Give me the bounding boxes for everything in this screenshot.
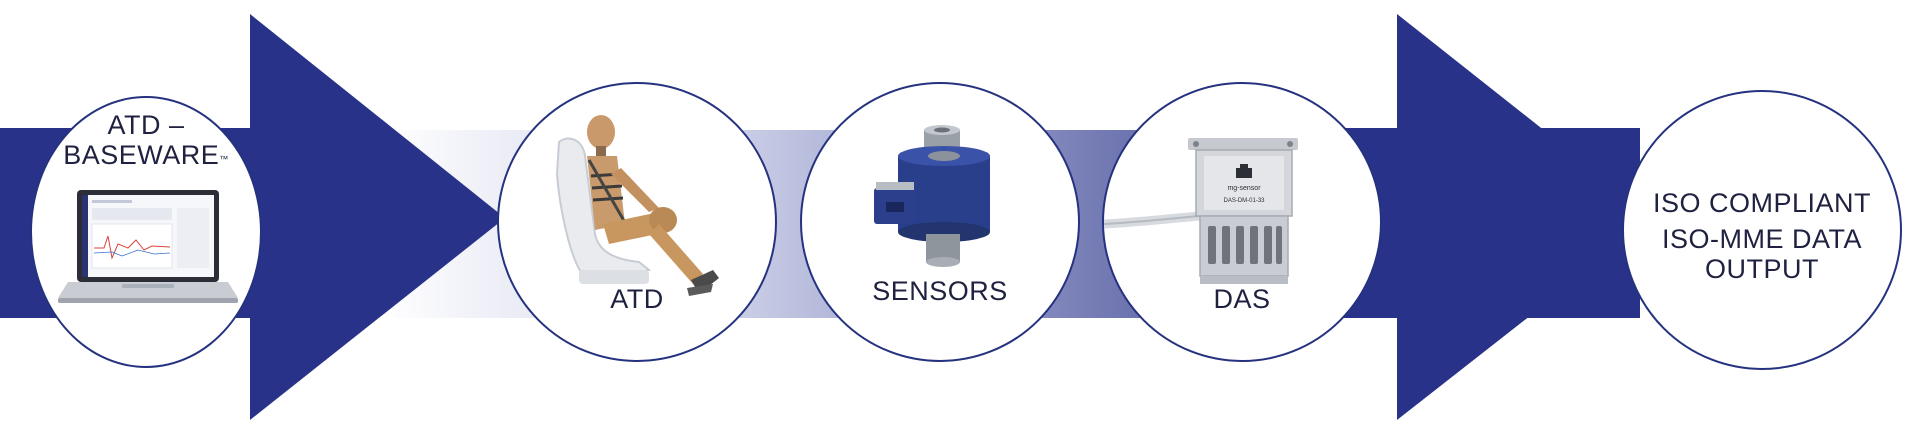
step-atd-circle: ATD — [497, 82, 777, 362]
baseware-label-line1: ATD – — [107, 110, 185, 140]
output-label-line2: ISO-MME DATA — [1662, 224, 1862, 254]
arrow-head-2 — [1397, 14, 1655, 420]
baseware-label-line2: BASEWARE™ — [32, 140, 260, 170]
step-output-circle: ISO COMPLIANT ISO-MME DATA OUTPUT — [1622, 90, 1902, 370]
das-model-text: DAS-DM-01-33 — [1223, 198, 1265, 204]
step-baseware-circle: ATD – BASEWARE™ — [30, 96, 262, 368]
laptop-icon — [58, 190, 238, 303]
crash-test-dummy-icon — [555, 115, 719, 296]
trademark-symbol: ™ — [219, 154, 229, 164]
sensors-label: SENSORS — [872, 276, 1008, 306]
data-acquisition-module-icon: mg-sensor DAS-DM-01-33 — [1104, 138, 1298, 284]
baseware-label: ATD – BASEWARE™ — [32, 110, 260, 170]
output-label: ISO COMPLIANT ISO-MME DATA OUTPUT — [1624, 188, 1900, 284]
baseware-label-text: BASEWARE — [63, 140, 220, 170]
load-cell-sensor-icon — [874, 125, 990, 267]
atd-label: ATD — [610, 284, 664, 314]
output-label-line3: OUTPUT — [1705, 254, 1819, 284]
output-label-line1: ISO COMPLIANT — [1652, 188, 1872, 218]
das-label: DAS — [1213, 284, 1271, 314]
das-brand-text: mg-sensor — [1227, 185, 1261, 192]
arrow-head-1 — [250, 14, 505, 420]
step-sensors-circle: SENSORS — [800, 82, 1080, 362]
step-das-circle: mg-sensor DAS-DM-01-33 DAS — [1102, 82, 1382, 362]
